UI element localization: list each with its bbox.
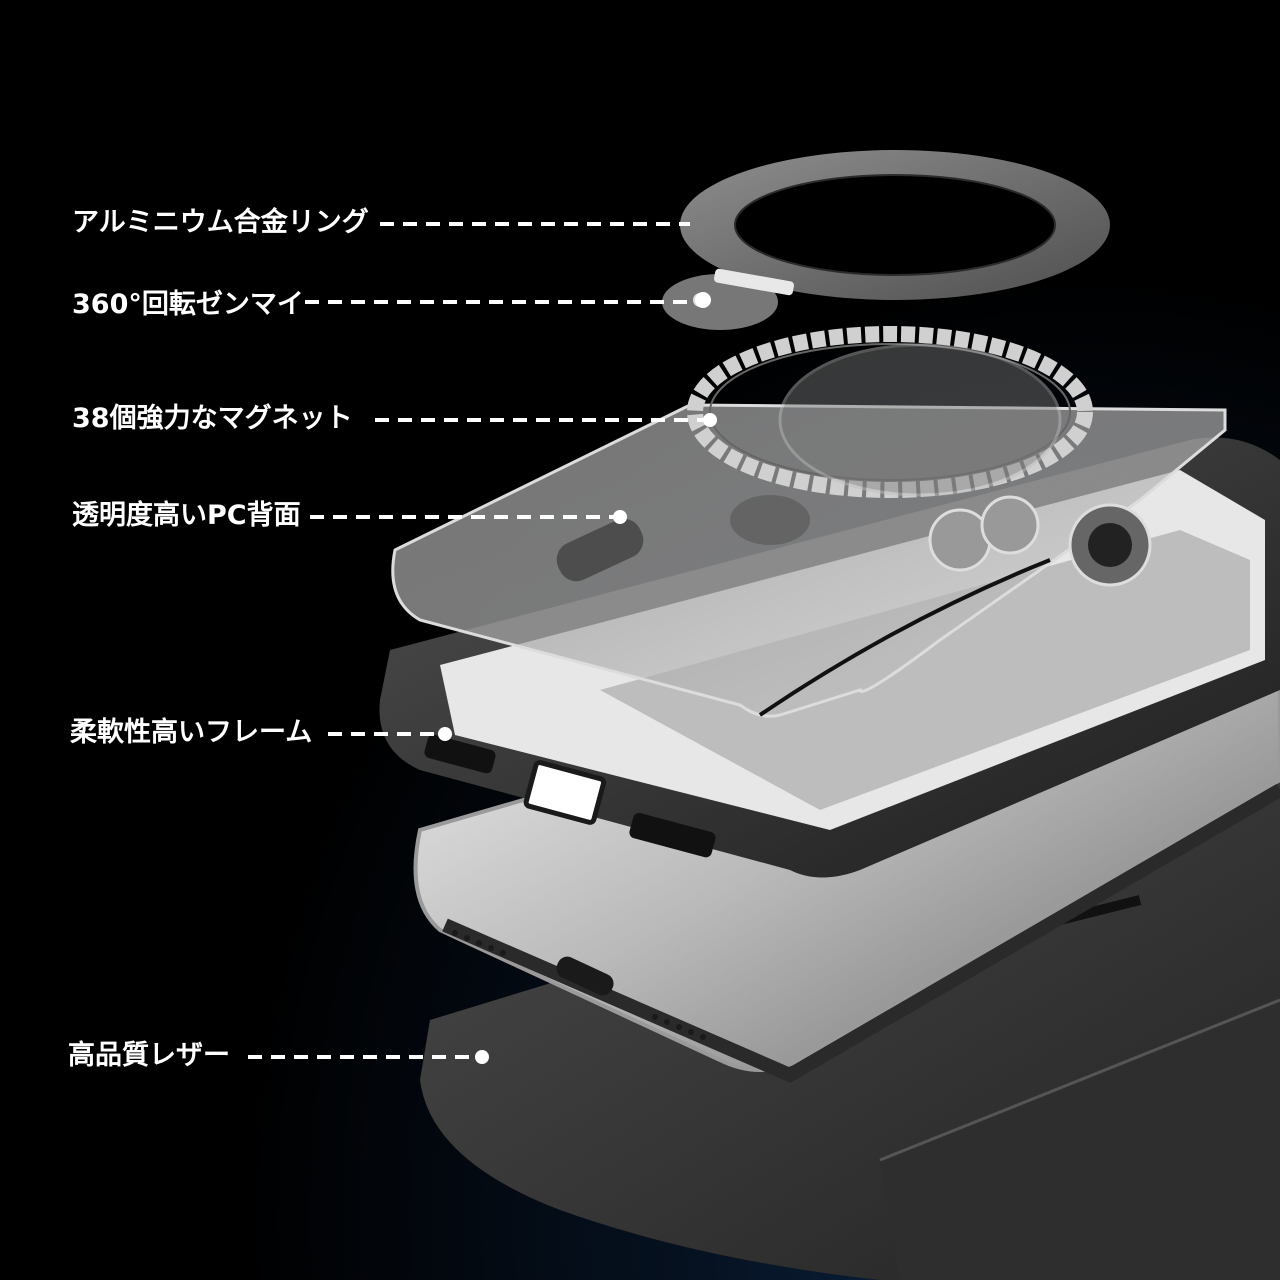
magnet-ring	[687, 326, 1093, 498]
callout-aluminium-ring: アルミニウム合金リング	[72, 207, 369, 238]
aluminium-ring	[680, 150, 1110, 300]
callout-pc-back: 透明度高いPC背面	[72, 500, 301, 531]
callout-lines	[248, 222, 710, 1059]
callout-flexible-frame: 柔軟性高いフレーム	[70, 717, 313, 748]
callout-rotating-spring: 360°回転ゼンマイ	[72, 289, 304, 320]
callout-magnets: 38個強力なマグネット	[72, 403, 353, 434]
callout-dots	[438, 292, 717, 1064]
pc-back-panel	[391, 403, 1227, 718]
callout-leather: 高品質レザー	[68, 1040, 230, 1071]
